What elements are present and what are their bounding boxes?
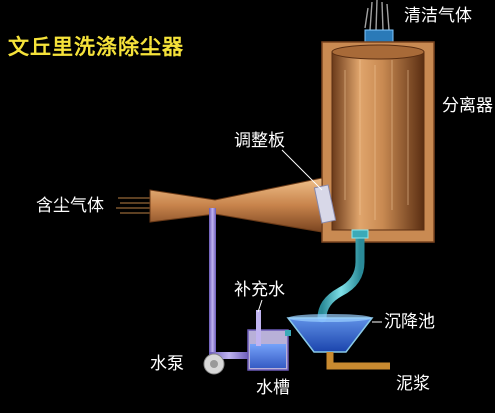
settling-tank [286, 317, 374, 353]
label-dusty-gas: 含尘气体 [36, 196, 104, 216]
makeup-water-pipe [256, 310, 261, 346]
pump-feed-pipe [209, 352, 249, 359]
baffle-plate [313, 184, 337, 224]
label-pump: 水泵 [150, 354, 184, 374]
droplet-streaks [344, 60, 409, 220]
baffle-leader-line [281, 149, 323, 191]
label-water-tank: 水槽 [256, 378, 290, 398]
makeup-leader-line [257, 299, 263, 313]
drain-flange [351, 229, 369, 239]
sludge-outlet-pipe [326, 352, 390, 370]
label-settling-tank: 沉降池 [384, 312, 435, 332]
venturi-tube [149, 177, 323, 233]
label-sludge: 泥浆 [396, 374, 430, 394]
label-makeup-water: 补充水 [234, 280, 285, 300]
label-baffle: 调整板 [234, 131, 285, 151]
diagram-title: 文丘里洗涤除尘器 [8, 34, 184, 59]
separator-top-rim [331, 44, 425, 60]
label-clean-gas: 清洁气体 [404, 6, 472, 26]
clean-gas-vapor [364, 0, 390, 31]
separator-cylinder [331, 51, 425, 231]
water-tank-water [250, 344, 286, 368]
separator-drain-pipe [317, 231, 365, 323]
label-separator: 分离器 [442, 96, 493, 116]
water-supply-pipe [209, 208, 216, 358]
